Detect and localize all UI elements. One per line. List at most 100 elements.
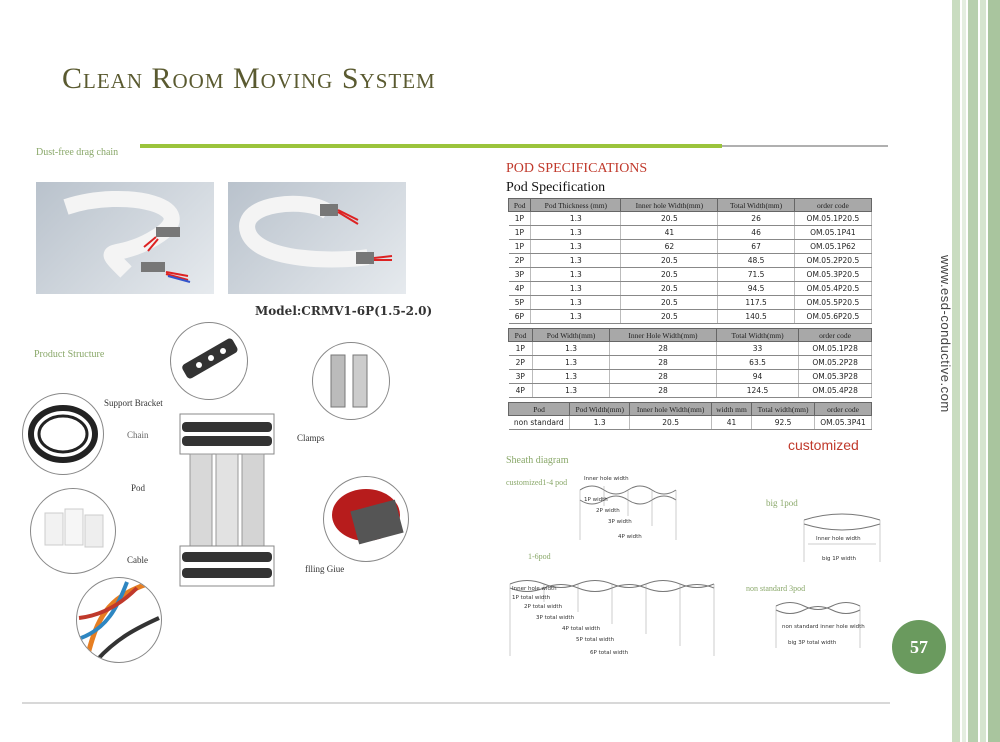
diagram-c-label: 2P total width (524, 604, 563, 610)
cable-bubble (76, 577, 162, 663)
table-cell: 1.3 (530, 267, 622, 282)
label-chain: Chain (127, 430, 149, 440)
diagram-c-label: Inner hole width (512, 586, 557, 592)
table-header: Total Width(mm) (715, 328, 800, 342)
table-cell: 46 (717, 225, 795, 240)
table-cell: 1.3 (530, 281, 622, 296)
table-header: Pod Width(mm) (531, 328, 611, 342)
diagram-c-label: 6P total width (590, 650, 629, 656)
table-cell: 1.3 (530, 309, 622, 324)
label-cable: Cable (127, 555, 148, 565)
page-number-badge: 57 (892, 620, 946, 674)
sheath-diagram-big-1pod: Inner hole width big 1P width (800, 508, 884, 566)
table-header-row: Pod Pod Width(mm) Inner Hole Width(mm) T… (508, 328, 872, 342)
table-header-row: Pod Pod Thickness (mm) Inner hole Width(… (507, 198, 873, 212)
page-title: Clean Room Moving System (62, 62, 436, 95)
table-cell: OM.05.6P20.5 (794, 309, 873, 324)
sheath-diagram-customized: Inner hole width 1P width 2P width 3P wi… (578, 476, 680, 544)
pod-spec-subheading: Pod Specification (506, 180, 606, 195)
diagram-d-label: big 3P total width (788, 640, 837, 646)
pod-spec-table-2: Pod Pod Width(mm) Inner Hole Width(mm) T… (508, 328, 872, 398)
table-header: Pod (508, 328, 533, 342)
diagram-title-customized: customized1-4 pod (506, 478, 568, 487)
table-header: Pod Thickness (mm) (530, 198, 622, 212)
table-cell: 2P (508, 253, 532, 268)
support-bracket-bubble (170, 322, 248, 400)
drag-chain-photo-2 (228, 182, 406, 294)
glue-bubble (323, 476, 409, 562)
table-header: Total Width(mm) (717, 198, 795, 212)
table-cell: 20.5 (620, 253, 719, 268)
diagram-title-big-1pod: big 1pod (766, 498, 798, 508)
table-cell: OM.05.3P41 (814, 415, 872, 430)
label-glue: flling Giue (305, 564, 345, 574)
table-cell: 1.3 (532, 369, 611, 384)
table-header: Pod Width(mm) (569, 402, 631, 416)
label-pod: Pod (131, 483, 146, 493)
clamps-bubble (312, 342, 390, 420)
table-cell: OM.05.3P28 (798, 369, 872, 384)
table-header: order code (798, 328, 872, 342)
diagram-a-label: Inner hole width (584, 476, 629, 482)
table-cell: OM.05.3P20.5 (794, 267, 873, 282)
decor-stripe (988, 0, 1000, 742)
diagram-b-label: Inner hole width (816, 536, 861, 542)
table-cell: 20.5 (620, 211, 719, 226)
decor-stripe (968, 0, 978, 742)
table-header: Pod (507, 198, 532, 212)
diagram-c-label: 5P total width (576, 637, 615, 643)
table-cell: OM.05.4P28 (798, 383, 872, 398)
table-header: Inner Hole Width(mm) (609, 328, 717, 342)
diagram-title-non-standard: non standard 3pod (746, 584, 806, 593)
table-cell: OM.05.4P20.5 (794, 281, 873, 296)
section-label-drag-chain: Dust-free drag chain (36, 147, 119, 158)
table-cell: 5P (508, 295, 532, 310)
table-cell: 41 (711, 415, 753, 430)
table-cell: 62 (620, 239, 719, 254)
table-cell: 20.5 (629, 415, 712, 430)
table-cell: 20.5 (620, 309, 719, 324)
table-cell: 67 (717, 239, 795, 254)
diagram-title-1-6pod: 1-6pod (528, 552, 551, 561)
table-cell: 1P (508, 225, 532, 240)
table-header: Inner hole Width(mm) (629, 402, 712, 416)
table-cell: 92.5 (751, 415, 816, 430)
diagram-c-label: 1P total width (512, 595, 551, 601)
table-cell: OM.05.1P20.5 (794, 211, 873, 226)
table-cell: OM.05.5P20.5 (794, 295, 873, 310)
table-cell: 48.5 (717, 253, 795, 268)
table-cell: 1P (508, 341, 533, 356)
website-url: www.esd-conductive.com (938, 255, 953, 413)
model-label: Model:CRMV1-6P(1.5-2.0) (255, 304, 433, 318)
table-header: width mm (710, 402, 753, 416)
table-cell: 94.5 (717, 281, 795, 296)
diagram-a-label: 2P width (596, 508, 620, 514)
decor-stripe (962, 0, 966, 742)
table-cell: 3P (508, 369, 533, 384)
table-cell: 117.5 (717, 295, 795, 310)
table-cell: 140.5 (717, 309, 795, 324)
table-cell: 4P (508, 383, 533, 398)
diagram-a-label: 1P width (584, 497, 608, 503)
table-cell: 124.5 (716, 383, 800, 398)
title-divider (140, 144, 722, 148)
decor-stripe (980, 0, 986, 742)
diagram-b-label: big 1P width (822, 556, 856, 562)
diagram-a-label: 3P width (608, 519, 632, 525)
table-cell: 4P (508, 281, 532, 296)
table-cell: OM.05.2P20.5 (794, 253, 873, 268)
table-header-row: Pod Pod Width(mm) Inner hole Width(mm) w… (507, 402, 872, 416)
table-cell: 1.3 (530, 295, 622, 310)
table-cell: OM.05.1P28 (798, 341, 872, 356)
customized-label: customized (788, 437, 859, 453)
table-cell: 63.5 (716, 355, 800, 370)
pod-bubble (30, 488, 116, 574)
table-cell: 1.3 (532, 341, 611, 356)
pod-spec-table-3: Pod Pod Width(mm) Inner hole Width(mm) w… (507, 402, 872, 430)
